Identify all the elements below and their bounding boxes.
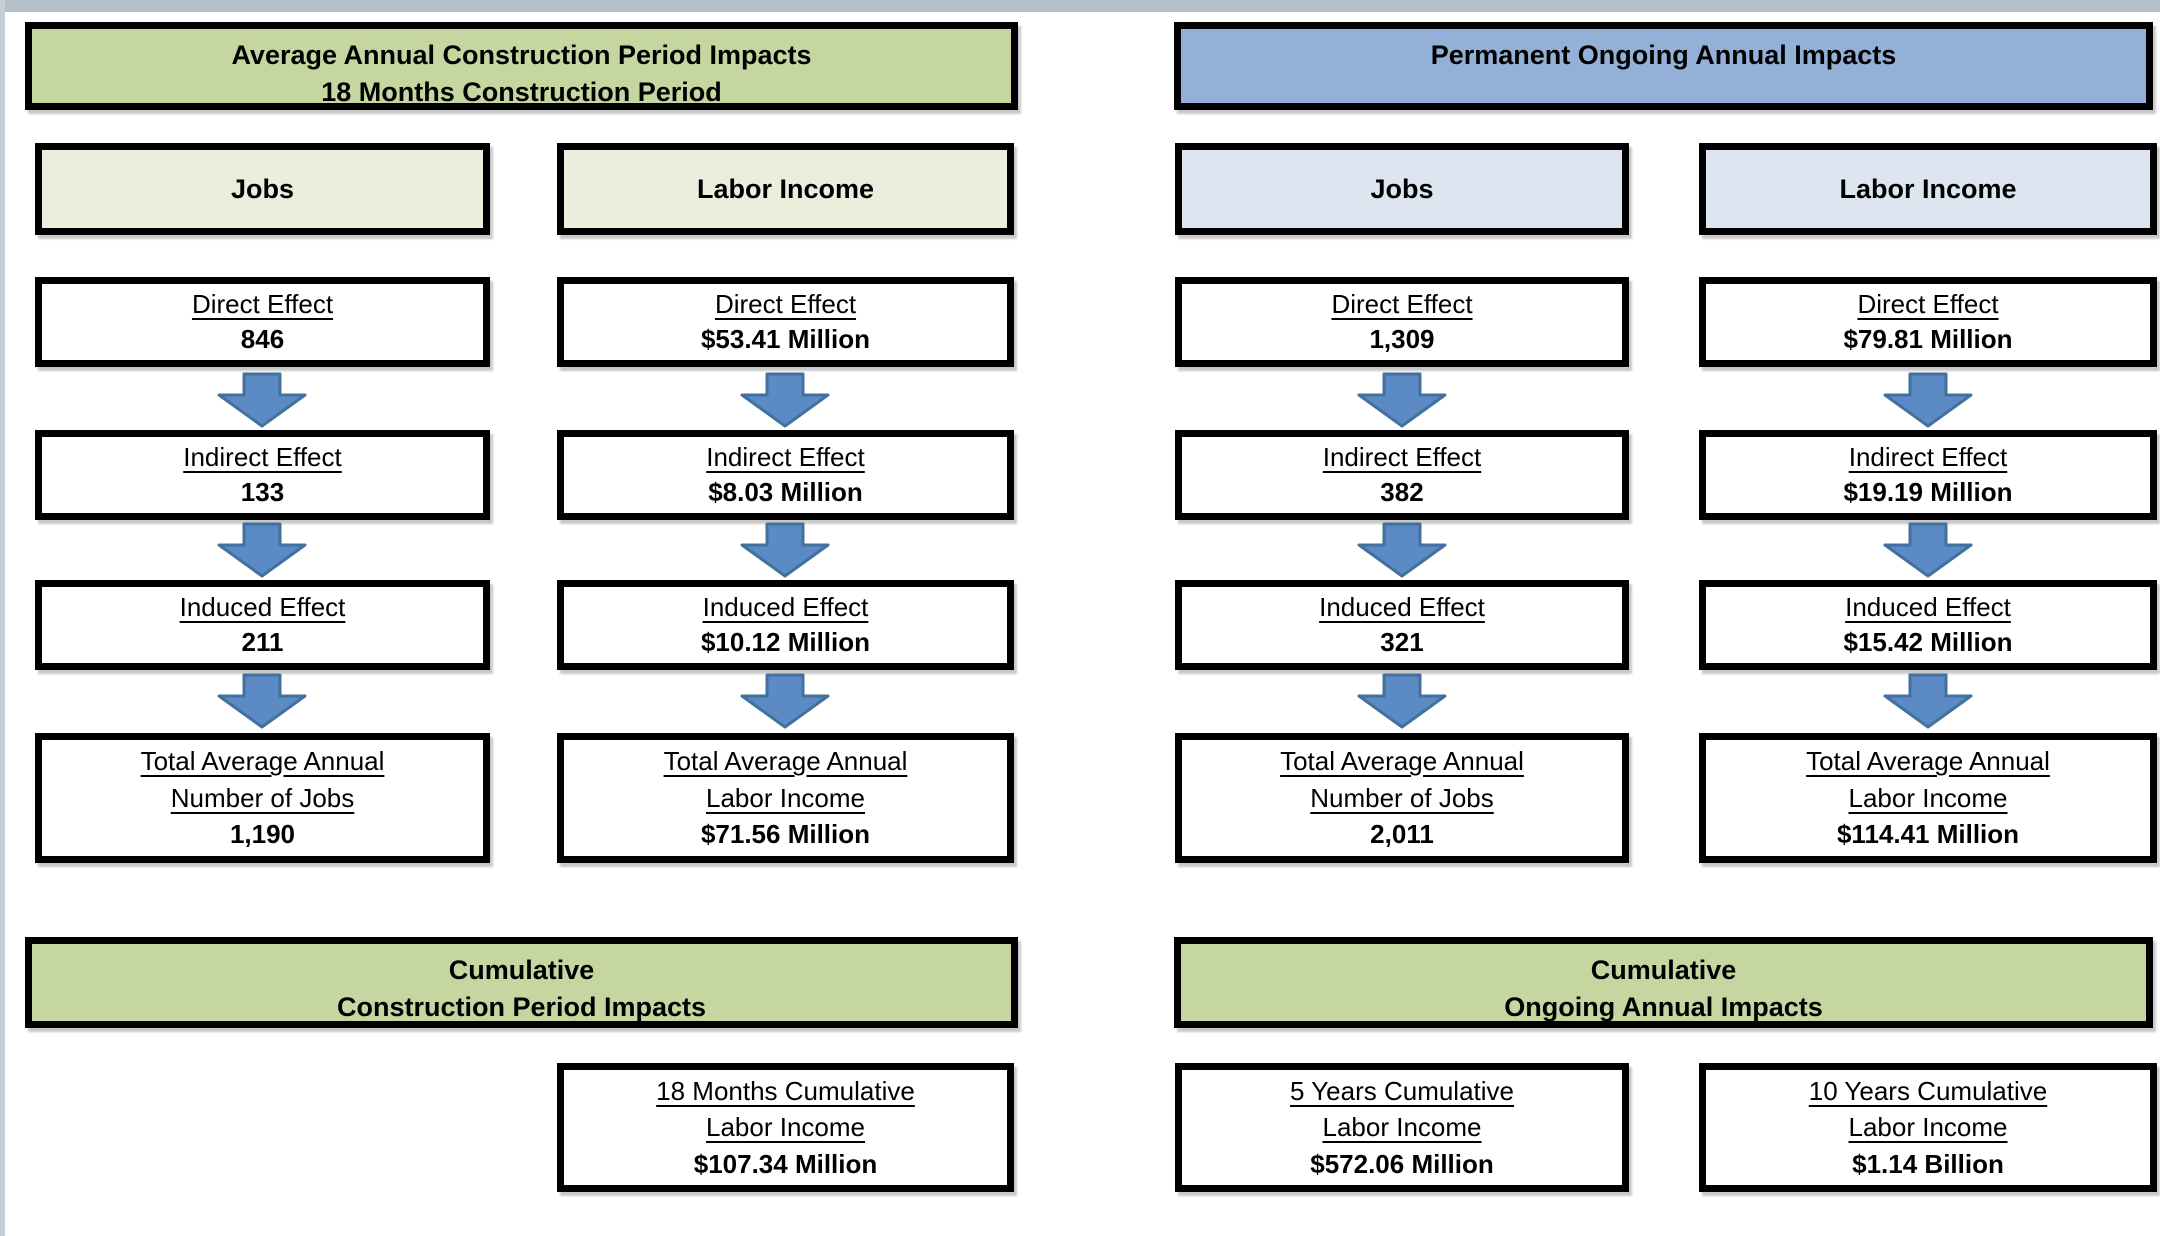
effect-value: $53.41 Million: [700, 324, 871, 355]
construction-labor-total-box: Total Average Annual Labor Income $71.56…: [557, 733, 1014, 863]
ongoing-labor-total-box: Total Average Annual Labor Income $114.4…: [1699, 733, 2157, 863]
column-header-label: Jobs: [230, 173, 295, 204]
effect-value: 321: [1380, 627, 1424, 658]
down-arrow-icon: [740, 522, 830, 578]
cumulative-label-line2: Labor Income: [706, 1112, 865, 1142]
ongoing-cumulative-header: Cumulative Ongoing Annual Impacts: [1174, 937, 2153, 1028]
effect-label: Indirect Effect: [1322, 441, 1482, 472]
total-label-line1: Total Average Annual: [140, 745, 385, 776]
construction-cumulative-labor-box: 18 Months Cumulative Labor Income $107.3…: [557, 1063, 1014, 1192]
column-header-label: Jobs: [1370, 173, 1434, 204]
down-arrow-icon: [1883, 372, 1973, 428]
effect-value: 133: [240, 477, 285, 508]
down-arrow-icon: [740, 372, 830, 428]
effect-value: 211: [241, 627, 284, 658]
ongoing-main-header: Permanent Ongoing Annual Impacts: [1174, 22, 2153, 110]
effect-value: 1,309: [1369, 324, 1435, 355]
effect-value: 382: [1380, 477, 1424, 508]
cumulative-value: $107.34 Million: [693, 1148, 878, 1179]
cumulative-value: $572.06 Million: [1310, 1148, 1494, 1179]
effect-value: $8.03 Million: [708, 477, 863, 508]
ongoing-jobs-indirect-box: Indirect Effect 382: [1175, 430, 1629, 520]
cumulative-header-line2: Ongoing Annual Impacts: [1504, 992, 1823, 1022]
cumulative-label-line1: 5 Years Cumulative: [1289, 1075, 1515, 1106]
total-label-line1: Total Average Annual: [1280, 745, 1524, 776]
effect-label: Induced Effect: [179, 591, 346, 622]
effect-value: $15.42 Million: [1843, 627, 2013, 658]
effect-label: Indirect Effect: [706, 441, 865, 472]
down-arrow-icon: [1883, 522, 1973, 578]
top-edge-strip: [0, 0, 2160, 12]
ongoing-labor-column-header: Labor Income: [1699, 143, 2157, 235]
cumulative-header-line1: Cumulative: [448, 955, 595, 985]
ongoing-jobs-direct-box: Direct Effect 1,309: [1175, 277, 1629, 367]
left-edge-strip: [0, 0, 5, 1236]
effect-value: $10.12 Million: [700, 627, 871, 658]
construction-jobs-column-header: Jobs: [35, 143, 490, 235]
cumulative-header-line1: Cumulative: [1590, 955, 1737, 985]
effect-label: Direct Effect: [1857, 288, 1999, 319]
cumulative-value: $1.14 Billion: [1852, 1148, 2004, 1179]
total-label-line1: Total Average Annual: [1806, 745, 2050, 776]
construction-header-line2: 18 Months Construction Period: [321, 77, 722, 107]
ongoing-cumulative-5yr-box: 5 Years Cumulative Labor Income $572.06 …: [1175, 1063, 1629, 1192]
effect-label: Direct Effect: [714, 288, 857, 319]
effect-value: 846: [240, 324, 285, 355]
total-label-line2: Labor Income: [706, 782, 865, 813]
construction-labor-column-header: Labor Income: [557, 143, 1014, 235]
total-value: 1,190: [229, 819, 296, 850]
effect-value: $19.19 Million: [1843, 477, 2013, 508]
cumulative-label-line2: Labor Income: [1848, 1112, 2008, 1142]
down-arrow-icon: [1357, 372, 1447, 428]
ongoing-labor-indirect-box: Indirect Effect $19.19 Million: [1699, 430, 2157, 520]
construction-labor-direct-box: Direct Effect $53.41 Million: [557, 277, 1014, 367]
effect-label: Indirect Effect: [1848, 441, 2008, 472]
effect-label: Induced Effect: [1319, 591, 1485, 622]
construction-cumulative-header: Cumulative Construction Period Impacts: [25, 937, 1018, 1028]
column-header-label: Labor Income: [1839, 173, 2017, 204]
total-label-line2: Number of Jobs: [170, 782, 355, 813]
construction-jobs-total-box: Total Average Annual Number of Jobs 1,19…: [35, 733, 490, 863]
ongoing-jobs-column-header: Jobs: [1175, 143, 1629, 235]
down-arrow-icon: [1357, 522, 1447, 578]
ongoing-header-line2: [1181, 74, 2146, 111]
ongoing-jobs-total-box: Total Average Annual Number of Jobs 2,01…: [1175, 733, 1629, 863]
total-value: $114.41 Million: [1836, 819, 2020, 850]
effect-label: Indirect Effect: [183, 441, 342, 472]
total-label-line2: Labor Income: [1848, 782, 2008, 813]
effect-value: $79.81 Million: [1843, 324, 2013, 355]
construction-header-line1: Average Annual Construction Period Impac…: [231, 40, 812, 70]
column-header-label: Labor Income: [696, 173, 875, 204]
construction-jobs-direct-box: Direct Effect 846: [35, 277, 490, 367]
effect-label: Induced Effect: [1845, 591, 2011, 622]
cumulative-label-line1: 10 Years Cumulative: [1808, 1075, 2048, 1106]
total-value: $71.56 Million: [700, 819, 871, 850]
cumulative-label-line2: Labor Income: [1322, 1112, 1482, 1142]
down-arrow-icon: [1883, 673, 1973, 729]
effect-label: Induced Effect: [702, 591, 869, 622]
ongoing-jobs-induced-box: Induced Effect 321: [1175, 580, 1629, 670]
down-arrow-icon: [1357, 673, 1447, 729]
effect-label: Direct Effect: [191, 288, 334, 319]
down-arrow-icon: [217, 673, 307, 729]
cumulative-header-line2: Construction Period Impacts: [336, 992, 707, 1022]
construction-main-header: Average Annual Construction Period Impac…: [25, 22, 1018, 110]
down-arrow-icon: [740, 673, 830, 729]
construction-labor-induced-box: Induced Effect $10.12 Million: [557, 580, 1014, 670]
ongoing-labor-direct-box: Direct Effect $79.81 Million: [1699, 277, 2157, 367]
down-arrow-icon: [217, 522, 307, 578]
down-arrow-icon: [217, 372, 307, 428]
total-label-line2: Number of Jobs: [1310, 782, 1494, 813]
effect-label: Direct Effect: [1331, 288, 1473, 319]
ongoing-cumulative-10yr-box: 10 Years Cumulative Labor Income $1.14 B…: [1699, 1063, 2157, 1192]
ongoing-header-line1: Permanent Ongoing Annual Impacts: [1430, 40, 1897, 70]
cumulative-label-line1: 18 Months Cumulative: [656, 1075, 915, 1106]
construction-jobs-indirect-box: Indirect Effect 133: [35, 430, 490, 520]
total-label-line1: Total Average Annual: [663, 745, 908, 776]
construction-jobs-induced-box: Induced Effect 211: [35, 580, 490, 670]
ongoing-labor-induced-box: Induced Effect $15.42 Million: [1699, 580, 2157, 670]
total-value: 2,011: [1370, 819, 1434, 850]
construction-labor-indirect-box: Indirect Effect $8.03 Million: [557, 430, 1014, 520]
